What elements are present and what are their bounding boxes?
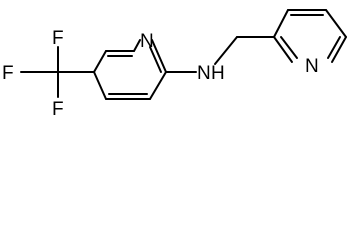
bond-ring1-a xyxy=(93,50,107,73)
atom-f-bottom: F xyxy=(52,99,64,120)
bond-ring2-e xyxy=(273,36,293,63)
bond-ring1-g xyxy=(93,71,107,100)
bond-ring2-a xyxy=(273,9,289,38)
atom-h-amine: H xyxy=(211,63,225,84)
bond-ring2-d xyxy=(331,36,347,63)
bond-ring1-e xyxy=(149,71,167,100)
atom-n-amine: N xyxy=(197,63,211,84)
atom-n-ring-right: N xyxy=(305,56,319,77)
bond-ring2-d-double xyxy=(327,36,341,59)
bond-ring1-d xyxy=(151,39,167,73)
atom-f-top: F xyxy=(52,28,64,49)
atom-n-ring-left: N xyxy=(140,31,154,52)
bond-ring2-c xyxy=(325,9,347,38)
bond-ring1-d-double xyxy=(149,46,162,73)
bond-nh-ch2 xyxy=(214,36,238,65)
bond-ring1-c xyxy=(133,39,141,52)
atom-labels: F F F N N H N xyxy=(2,28,319,120)
molecule-svg: F F F N N H N xyxy=(2,9,347,120)
bonds xyxy=(20,9,347,100)
structure-diagram: F F F N N H N xyxy=(2,9,347,120)
atom-f-left: F xyxy=(2,63,14,84)
bond-ring2-e-double xyxy=(280,36,298,59)
